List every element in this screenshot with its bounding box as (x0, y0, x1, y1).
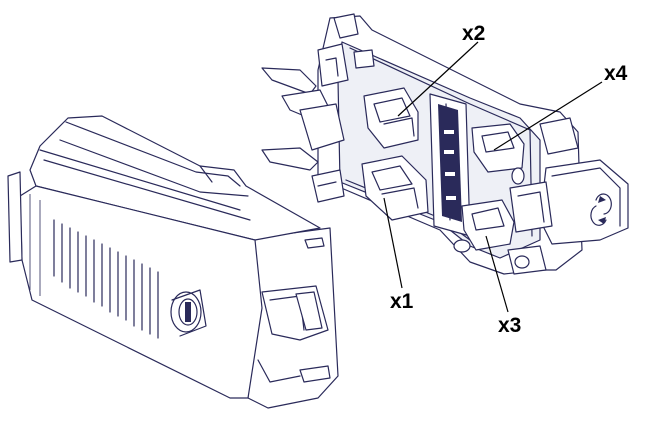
leader-x1 (383, 197, 403, 289)
rotate-icon (590, 193, 612, 226)
cover-housing (7, 115, 339, 409)
leader-x3 (485, 235, 509, 313)
callout-label-x2: x2 (462, 22, 485, 45)
callout-leaders (383, 41, 603, 313)
leader-x4 (493, 81, 603, 151)
callout-label-x1: x1 (390, 290, 414, 313)
callout-label-x3: x3 (498, 314, 521, 337)
mounting-clips (261, 43, 349, 203)
vent-slots (53, 219, 159, 339)
latch-icon (170, 289, 207, 337)
leader-x2 (397, 41, 479, 117)
fuse-box-base (261, 13, 629, 275)
center-label (429, 93, 471, 237)
connector-x1 (361, 155, 429, 221)
connector-x2 (363, 87, 419, 149)
connector-x3 (461, 199, 515, 251)
callout-label-x4: x4 (604, 62, 628, 85)
side-clip (453, 117, 629, 275)
